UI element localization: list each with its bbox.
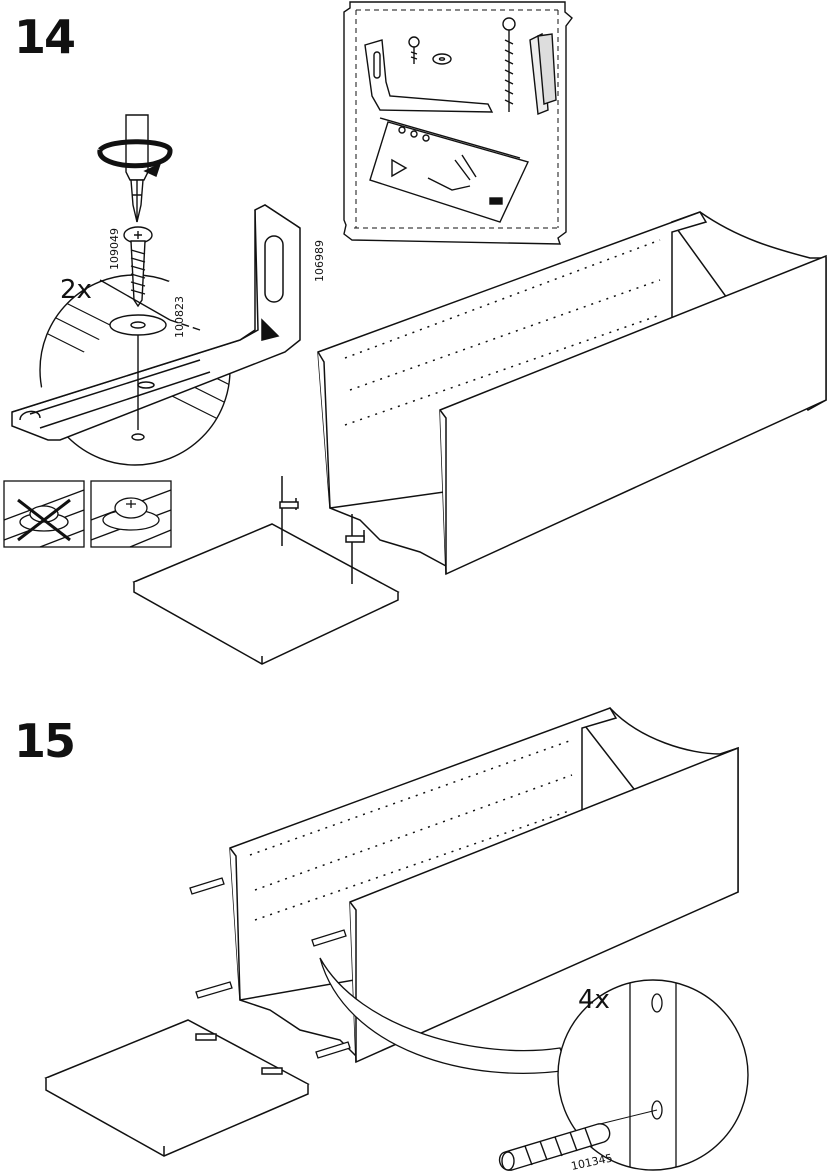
correct-washer-inset [91, 481, 171, 547]
screwdriver-icon [100, 115, 170, 222]
base-panel-15 [46, 1020, 308, 1156]
part-number-bracket: 106989 [313, 240, 326, 282]
part-number-washer: 100823 [173, 296, 186, 338]
quantity-label-14: 2x [60, 275, 92, 305]
quantity-label-15: 4x [578, 985, 610, 1015]
cabinet-frame-14 [318, 212, 826, 574]
part-number-screw: 109049 [108, 228, 121, 270]
part-number-dowel: 101345 [570, 1151, 614, 1172]
hardware-bag [344, 2, 572, 244]
incorrect-washer-inset [4, 481, 84, 547]
